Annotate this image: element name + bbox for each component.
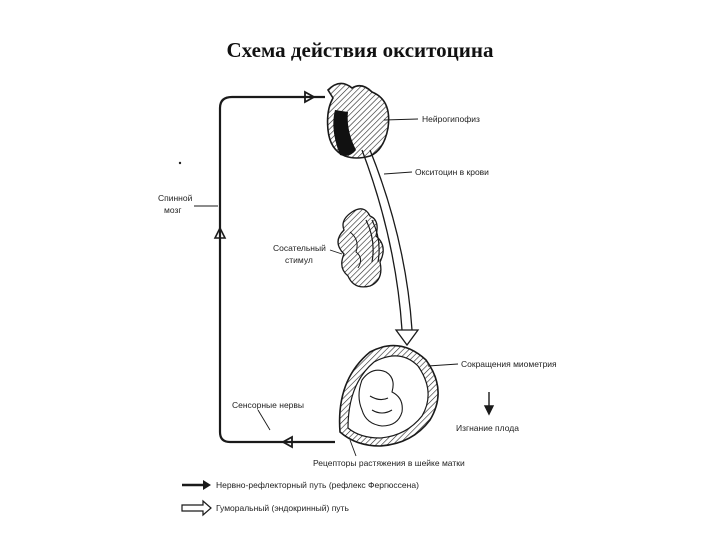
label-myometrium: Сокращения миометрия xyxy=(461,359,557,369)
humoral-pathway xyxy=(361,149,420,347)
neural-reflex-loop xyxy=(218,95,335,444)
mammary-tissue-shape xyxy=(337,208,384,288)
loop-arrowhead-top xyxy=(304,90,316,104)
label-oxytocin-blood: Окситоцин в крови xyxy=(415,167,489,177)
leader-lines xyxy=(194,118,459,457)
loop-arrowhead-left xyxy=(213,226,227,239)
legend-humoral-label: Гуморальный (эндокринный) путь xyxy=(216,503,349,513)
legend-item-humoral: Гуморальный (эндокринный) путь xyxy=(181,499,349,517)
stray-dot xyxy=(178,161,182,165)
neurohypophysis-shape xyxy=(326,82,390,159)
fetus-shape xyxy=(358,369,403,427)
legend: Нервно-рефлекторный путь (рефлекс Фергюс… xyxy=(181,480,419,517)
label-expulsion: Изгнание плода xyxy=(456,423,519,433)
label-spinal-cord-1: Спинной xyxy=(158,193,193,203)
label-suckling-1: Сосательный xyxy=(273,243,326,253)
uterus-shape xyxy=(338,344,439,447)
page-title: Схема действия окситоцина xyxy=(226,38,494,62)
legend-neural-label: Нервно-рефлекторный путь (рефлекс Фергюс… xyxy=(216,480,419,490)
label-suckling-2: стимул xyxy=(285,255,313,265)
legend-item-neural: Нервно-рефлекторный путь (рефлекс Фергюс… xyxy=(182,480,419,490)
label-neurohypophysis: Нейрогипофиз xyxy=(422,114,480,124)
loop-arrowhead-bottom xyxy=(281,435,293,449)
label-sensory-nerves: Сенсорные нервы xyxy=(232,400,304,410)
label-spinal-cord-2: мозг xyxy=(164,205,181,215)
label-receptors: Рецепторы растяжения в шейке матки xyxy=(313,458,465,468)
expulsion-arrow xyxy=(483,392,495,416)
